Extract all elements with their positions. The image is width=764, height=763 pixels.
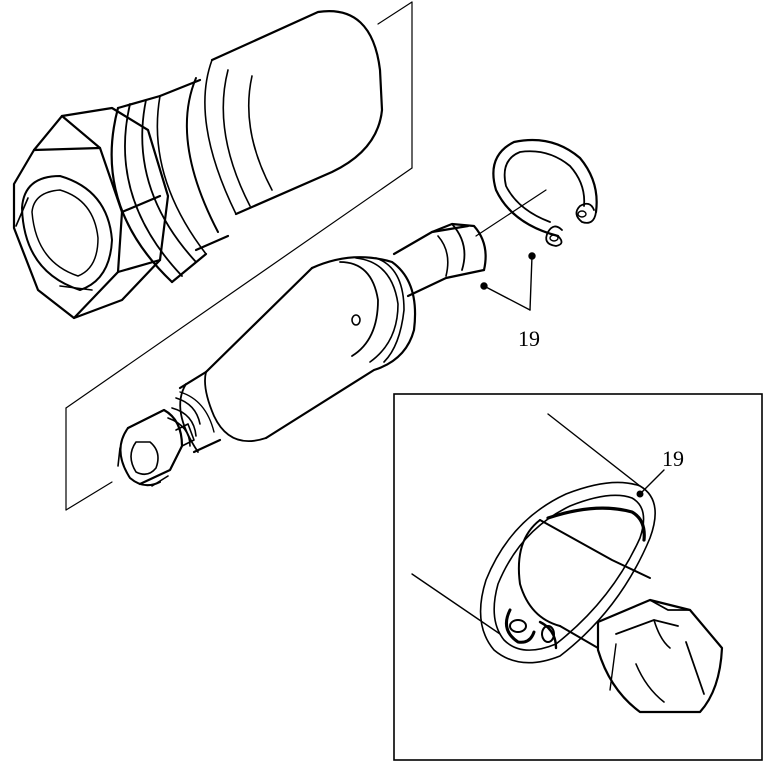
callout-label-main: 19 bbox=[518, 326, 540, 351]
retaining-ring bbox=[492, 138, 598, 247]
callout-19-leaders bbox=[480, 252, 536, 311]
valve-spool bbox=[117, 222, 487, 487]
explode-axis-line bbox=[475, 189, 547, 237]
detail-inset-frame bbox=[393, 393, 763, 761]
callout-label-detail: 19 bbox=[662, 446, 684, 471]
detail-inset-drawing bbox=[411, 413, 724, 714]
valve-housing bbox=[12, 10, 384, 320]
assembly-frame bbox=[65, 1, 413, 511]
